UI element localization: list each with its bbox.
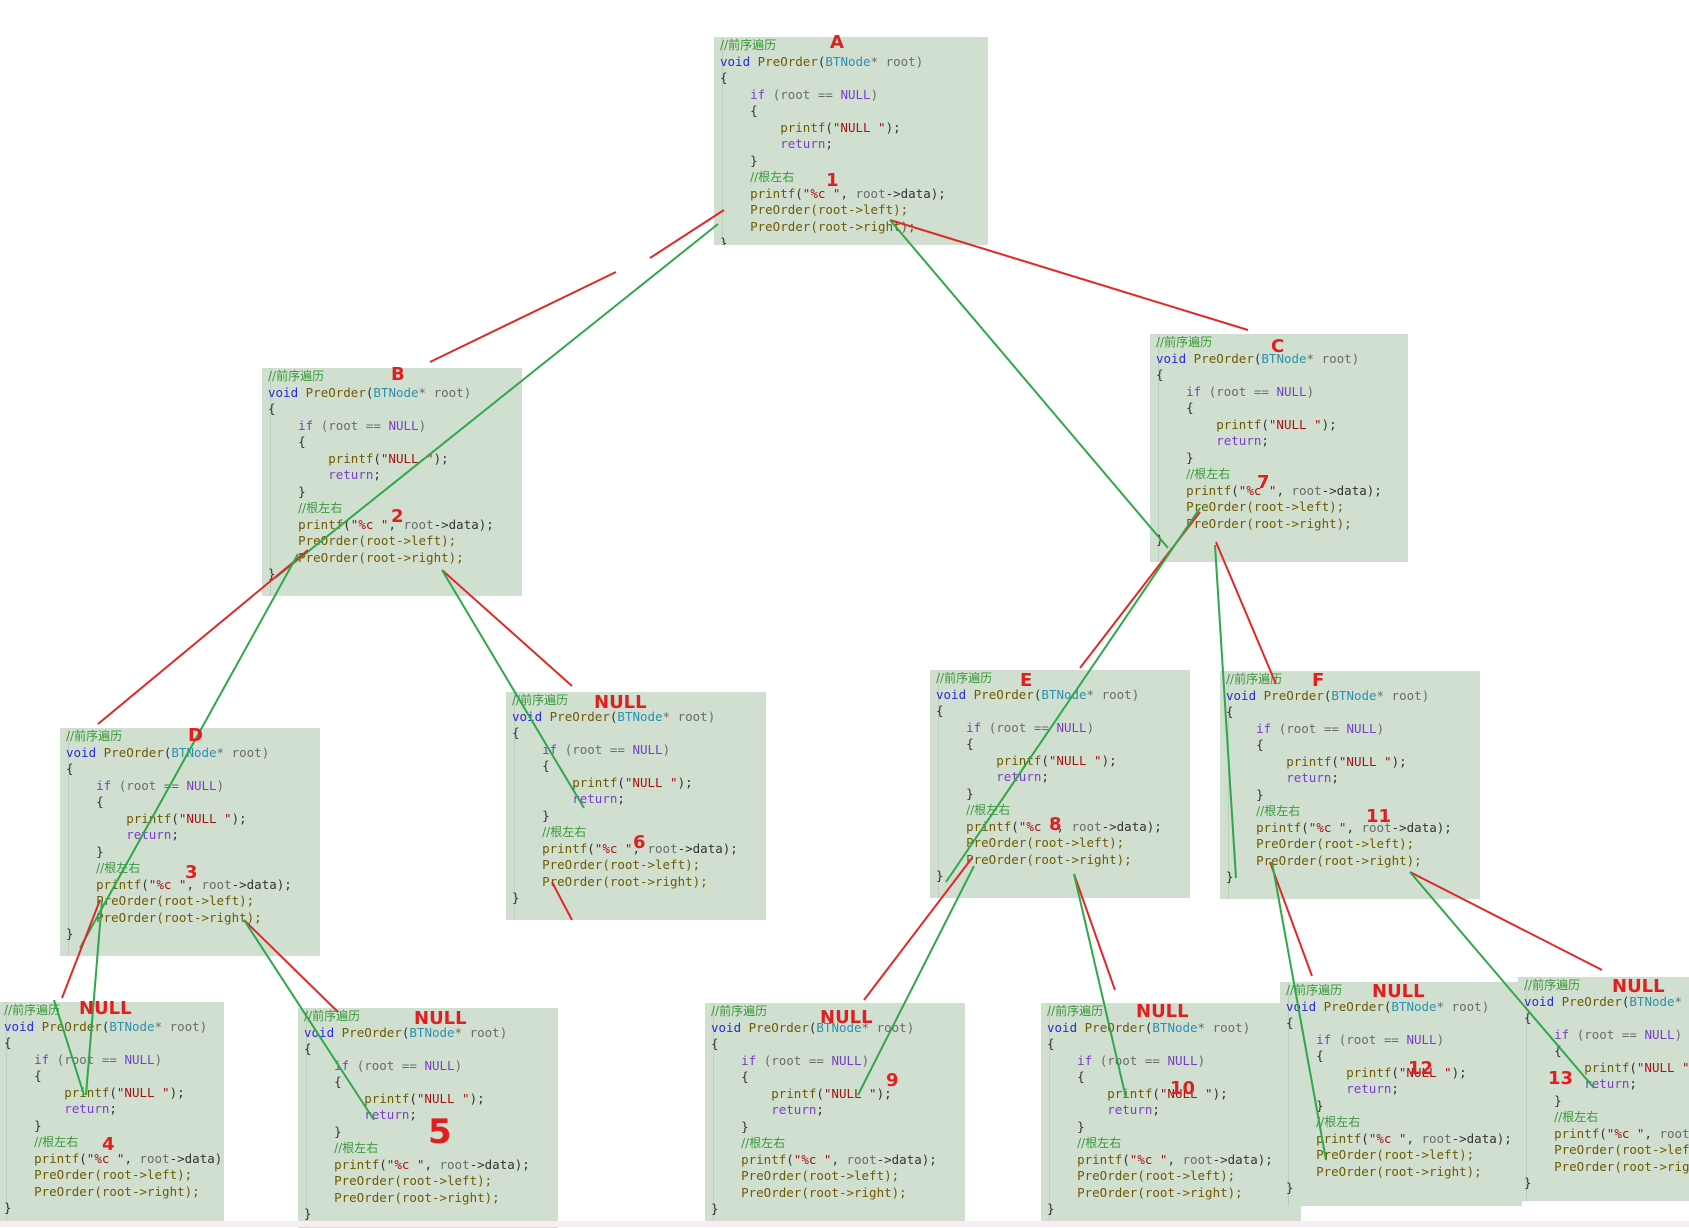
step-13: 13 — [1548, 1068, 1573, 1089]
call-edge — [442, 570, 572, 686]
return-edge — [244, 920, 374, 1120]
label-null-e-left: NULL — [820, 1007, 873, 1028]
return-edge — [1410, 872, 1594, 1088]
return-edge — [1215, 545, 1236, 878]
call-edge — [650, 210, 724, 258]
label-null-f-right: NULL — [1612, 976, 1665, 997]
label-node-a: A — [830, 32, 844, 53]
step-12: 12 — [1408, 1058, 1433, 1079]
label-null-f-left: NULL — [1372, 981, 1425, 1002]
call-edge — [98, 550, 308, 724]
label-null-b-right: NULL — [594, 692, 647, 713]
return-edge — [1272, 862, 1326, 1160]
step-10: 10 — [1170, 1078, 1195, 1099]
step-3: 3 — [185, 862, 198, 883]
call-edge — [1074, 874, 1115, 990]
call-edge — [552, 882, 572, 920]
return-edge — [80, 554, 298, 948]
call-edge — [1216, 542, 1276, 684]
label-null-e-right: NULL — [1136, 1001, 1189, 1022]
label-node-f: F — [1312, 670, 1324, 691]
step-4: 4 — [102, 1134, 115, 1155]
return-edge — [275, 224, 718, 578]
label-node-d: D — [188, 725, 203, 746]
step-2: 2 — [391, 506, 404, 527]
step-11: 11 — [1366, 806, 1391, 827]
step-5: 5 — [428, 1112, 452, 1152]
label-node-c: C — [1271, 336, 1284, 357]
return-edge — [890, 220, 1168, 548]
label-node-e: E — [1020, 670, 1032, 691]
bottom-strip — [0, 1221, 1689, 1227]
label-null-d-right: NULL — [414, 1008, 467, 1029]
call-edge — [244, 920, 338, 1012]
step-7: 7 — [1257, 472, 1270, 493]
return-edge — [442, 570, 584, 808]
call-edge — [1410, 872, 1602, 970]
step-9: 9 — [886, 1070, 899, 1091]
step-6: 6 — [633, 832, 646, 853]
call-edge — [430, 272, 616, 362]
step-1: 1 — [826, 170, 839, 191]
return-edge — [946, 508, 1200, 882]
return-edge — [1074, 874, 1126, 1098]
label-node-b: B — [391, 364, 405, 385]
step-8: 8 — [1049, 814, 1062, 835]
call-edge — [890, 220, 1248, 330]
label-null-d-left: NULL — [79, 998, 132, 1019]
call-edge — [1270, 862, 1312, 976]
return-edge — [858, 866, 974, 1095]
